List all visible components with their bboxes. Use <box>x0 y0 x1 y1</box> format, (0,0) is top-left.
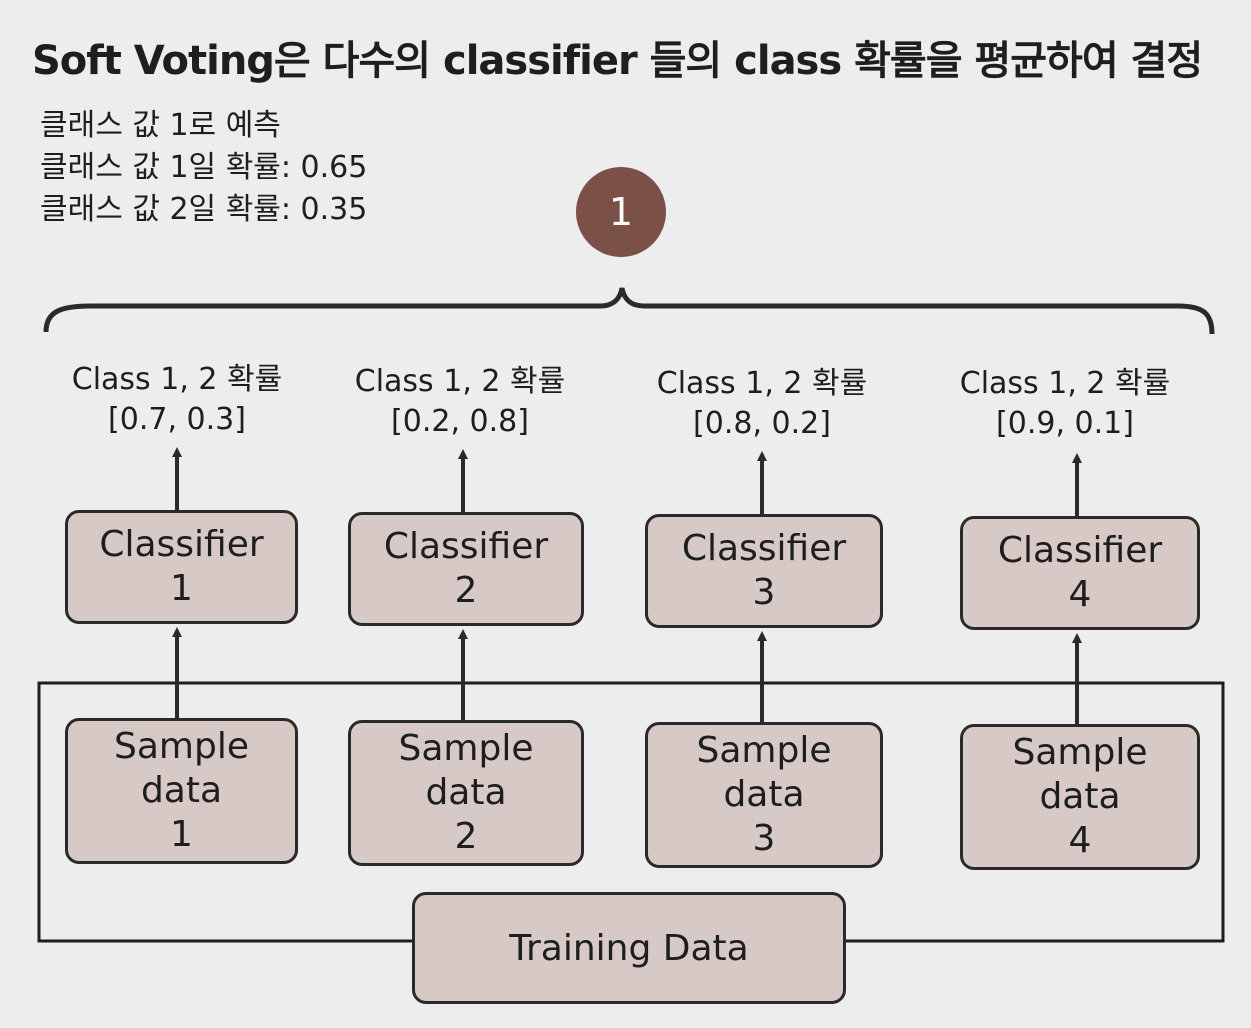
classifier-box-2: Classifier 2 <box>348 512 584 626</box>
class-1-probability: 클래스 값 1일 확률: 0.65 <box>40 150 368 185</box>
probability-label-4: Class 1, 2 확률 [0.9, 0.1] <box>915 364 1215 444</box>
probability-label-3: Class 1, 2 확률 [0.8, 0.2] <box>612 364 912 444</box>
probability-value-3: [0.8, 0.2] <box>693 406 831 441</box>
classifier-box-1: Classifier 1 <box>65 510 298 624</box>
sample-data-box-3: Sample data 3 <box>645 722 883 868</box>
probability-value-4: [0.9, 0.1] <box>996 406 1134 441</box>
probability-label-2: Class 1, 2 확률 [0.2, 0.8] <box>310 362 610 442</box>
probability-value-1: [0.7, 0.3] <box>108 402 246 437</box>
grouping-brace <box>43 287 1215 335</box>
step-number-badge: 1 <box>576 167 666 257</box>
sample-data-box-1: Sample data 1 <box>65 718 298 864</box>
prediction-result: 클래스 값 1로 예측 <box>40 108 281 143</box>
sample-data-box-2: Sample data 2 <box>348 720 584 866</box>
probability-value-2: [0.2, 0.8] <box>391 404 529 439</box>
training-data-box: Training Data <box>412 892 846 1004</box>
probability-label-1: Class 1, 2 확률 [0.7, 0.3] <box>27 360 327 440</box>
classifier-box-3: Classifier 3 <box>645 514 883 628</box>
classifier-box-4: Classifier 4 <box>960 516 1200 630</box>
sample-data-box-4: Sample data 4 <box>960 724 1200 870</box>
class-2-probability: 클래스 값 2일 확률: 0.35 <box>40 192 368 227</box>
diagram-title: Soft Voting은 다수의 classifier 들의 class 확률을… <box>32 38 1203 84</box>
